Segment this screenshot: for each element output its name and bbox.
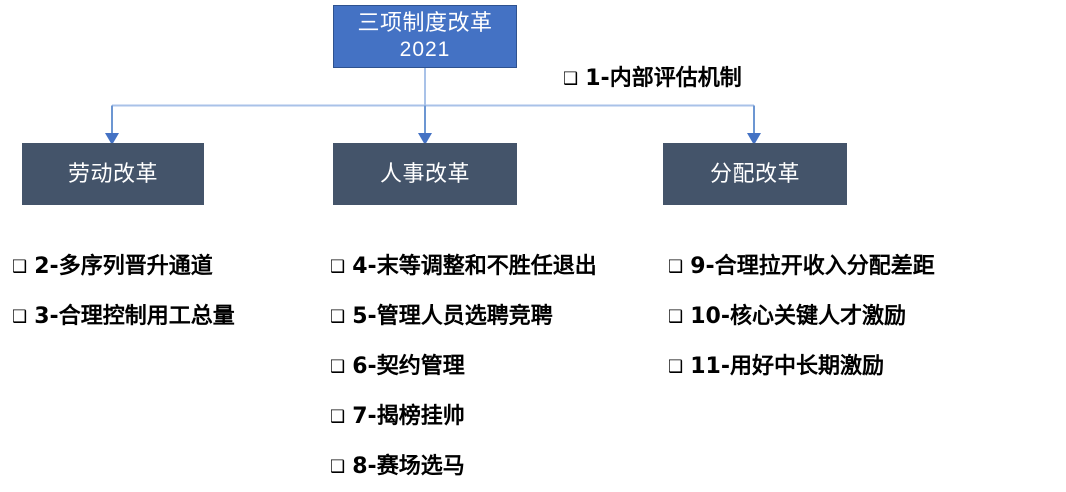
root-node-three-systems-reform[interactable]: 三项制度改革 2021	[333, 5, 517, 68]
list-item-label: 11-用好中长期激励	[690, 354, 884, 379]
list-item[interactable]: ❑ 5-管理人员选聘竞聘	[330, 298, 597, 348]
list-item-label: 6-契约管理	[352, 354, 465, 379]
list-item-label: 9-合理拉开收入分配差距	[690, 254, 935, 279]
list-item-label: 5-管理人员选聘竞聘	[352, 304, 553, 329]
list-item[interactable]: ❑ 10-核心关键人才激励	[668, 298, 935, 348]
list-item[interactable]: ❑ 4-末等调整和不胜任退出	[330, 248, 597, 298]
list-item[interactable]: ❑ 2-多序列晋升通道	[12, 248, 235, 298]
list-item[interactable]: ❑ 7-揭榜挂帅	[330, 398, 597, 448]
bullet-square-icon: ❑	[668, 307, 684, 327]
bullet-square-icon: ❑	[330, 307, 346, 327]
bullet-square-icon: ❑	[330, 407, 346, 427]
branch-node-distribution-reform[interactable]: 分配改革	[663, 143, 847, 205]
list-item[interactable]: ❑ 9-合理拉开收入分配差距	[668, 248, 935, 298]
list-item[interactable]: ❑ 3-合理控制用工总量	[12, 298, 235, 348]
branch-node-personnel-reform[interactable]: 人事改革	[333, 143, 517, 205]
list-item-label: 3-合理控制用工总量	[34, 304, 235, 329]
bullet-square-icon: ❑	[668, 257, 684, 277]
bullet-column-labor-reform: ❑ 2-多序列晋升通道 ❑ 3-合理控制用工总量	[12, 248, 235, 348]
list-item[interactable]: ❑ 11-用好中长期激励	[668, 348, 935, 398]
branch-node-label: 劳动改革	[67, 160, 158, 186]
bullet-square-icon: ❑	[330, 357, 346, 377]
bullet-square-icon: ❑	[668, 357, 684, 377]
root-node-year: 2021	[399, 38, 451, 62]
list-item-label: 10-核心关键人才激励	[690, 304, 906, 329]
list-item[interactable]: ❑ 6-契约管理	[330, 348, 597, 398]
list-item-label: 8-赛场选马	[352, 454, 465, 479]
list-item-label: 4-末等调整和不胜任退出	[352, 254, 597, 279]
list-item[interactable]: ❑ 8-赛场选马	[330, 448, 597, 492]
note-item-internal-assessment[interactable]: ❑ 1-内部评估机制	[563, 60, 742, 92]
bullet-column-distribution-reform: ❑ 9-合理拉开收入分配差距 ❑ 10-核心关键人才激励 ❑ 11-用好中长期激…	[668, 248, 935, 398]
list-item-label: 2-多序列晋升通道	[34, 254, 213, 279]
note-item-label: 1-内部评估机制	[585, 66, 742, 91]
bullet-square-icon: ❑	[330, 457, 346, 477]
root-node-title: 三项制度改革	[357, 10, 493, 36]
bullet-square-icon: ❑	[563, 69, 579, 89]
bullet-square-icon: ❑	[12, 257, 28, 277]
bullet-square-icon: ❑	[12, 307, 28, 327]
branch-node-label: 人事改革	[379, 160, 470, 186]
branch-node-label: 分配改革	[709, 160, 800, 186]
list-item-label: 7-揭榜挂帅	[352, 404, 465, 429]
bullet-column-personnel-reform: ❑ 4-末等调整和不胜任退出 ❑ 5-管理人员选聘竞聘 ❑ 6-契约管理 ❑ 7…	[330, 248, 597, 492]
branch-node-labor-reform[interactable]: 劳动改革	[22, 143, 204, 205]
bullet-square-icon: ❑	[330, 257, 346, 277]
